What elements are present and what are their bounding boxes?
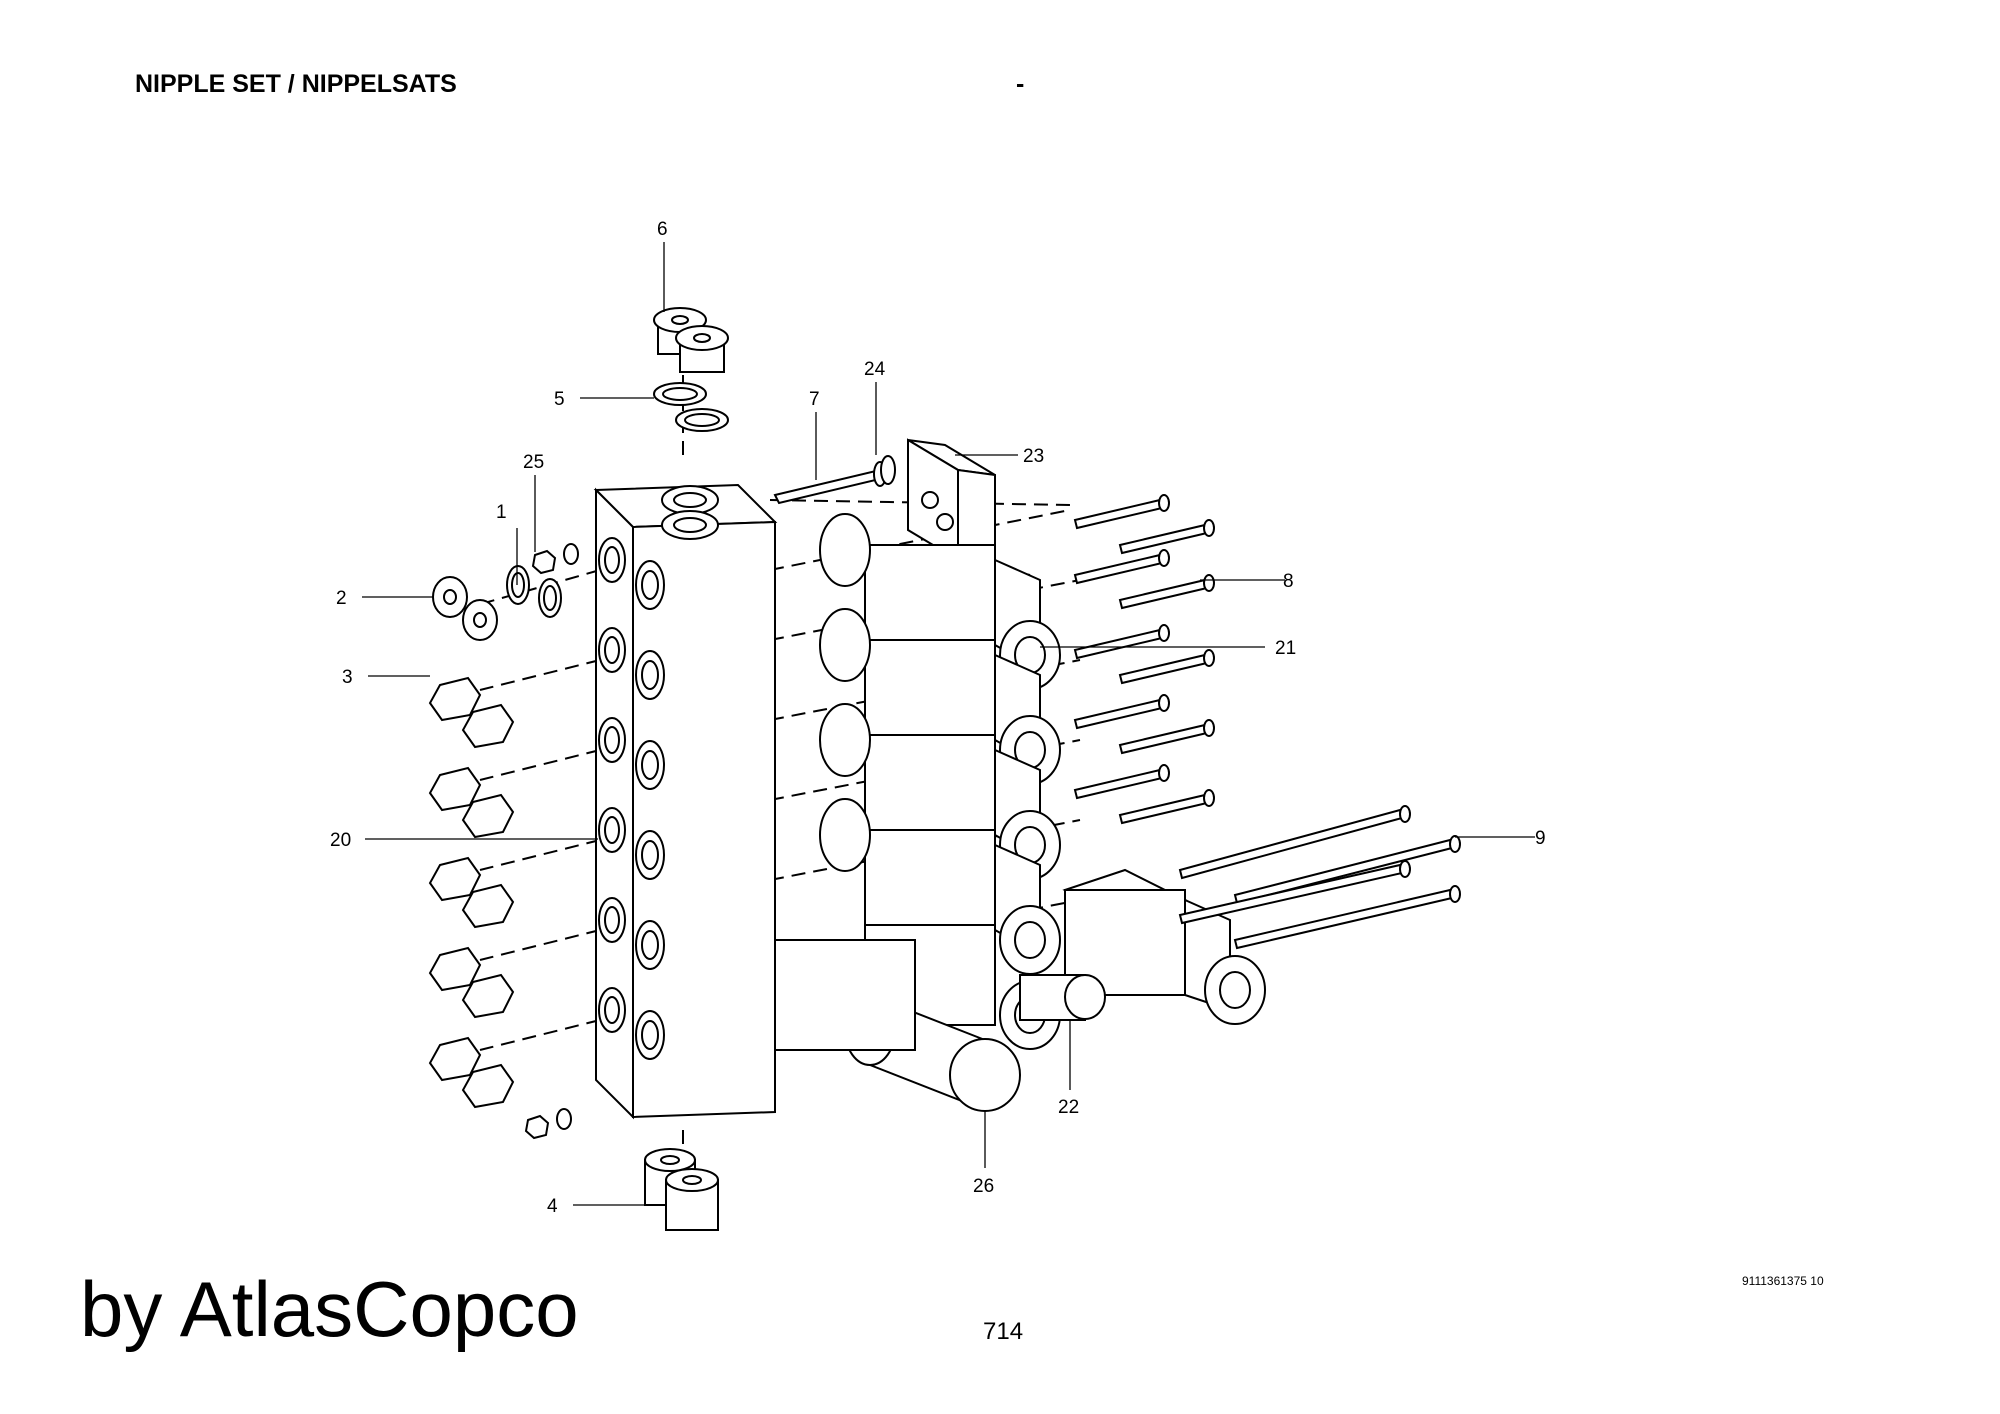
top-plugs [653,307,729,373]
top-seal-rings [653,382,729,432]
callout-20: 20 [330,830,351,851]
page-number: 714 [983,1318,1024,1345]
callout-7: 7 [809,389,820,410]
callout-1: 1 [496,502,507,523]
left-plugs [432,576,498,641]
callout-24: 24 [864,359,886,380]
valve-section-2 [819,608,1061,785]
left-seal-rings [506,565,562,618]
callout-4: 4 [547,1196,558,1217]
callout-9: 9 [1535,828,1546,849]
long-bolt [773,461,887,505]
title-separator: - [1016,70,1025,98]
valve-section-4 [819,798,1061,975]
callout-26: 26 [973,1176,994,1197]
bolt-set-long [1178,805,1461,950]
callout-numbers: 1 2 3 4 5 6 7 8 9 20 21 22 23 24 25 26 [330,219,1546,1217]
nipple-set-row-5 [428,1036,515,1109]
nipple-set-row-4 [428,946,515,1019]
page-title: NIPPLE SET / NIPPELSATS [135,70,457,98]
callout-23: 23 [1023,446,1044,467]
manifold-port-row [598,537,665,1060]
callout-6: 6 [657,219,668,240]
nipple-set-row-1 [428,676,515,749]
bolt-washer [880,455,896,485]
brand-watermark: by AtlasCopco [80,1265,579,1353]
callout-5: 5 [554,389,565,410]
callout-2: 2 [336,588,347,609]
lower-valve-body [774,939,916,1051]
callout-25: 25 [523,452,544,473]
small-nuts-washers [524,543,579,1140]
callout-3: 3 [342,667,353,688]
bottom-fittings [644,1148,719,1231]
solenoid-cap-small [1019,974,1106,1021]
nipple-set-row-3 [428,856,515,929]
document-code: 9111361375 10 [1742,1274,1824,1288]
callout-8: 8 [1283,571,1294,592]
valve-section-3 [819,703,1061,880]
nipple-set-row-2 [428,766,515,839]
bolt-set-short [1073,494,1215,825]
callout-22: 22 [1058,1097,1079,1118]
callout-21: 21 [1275,638,1296,659]
callout-leaders [362,242,1535,1206]
